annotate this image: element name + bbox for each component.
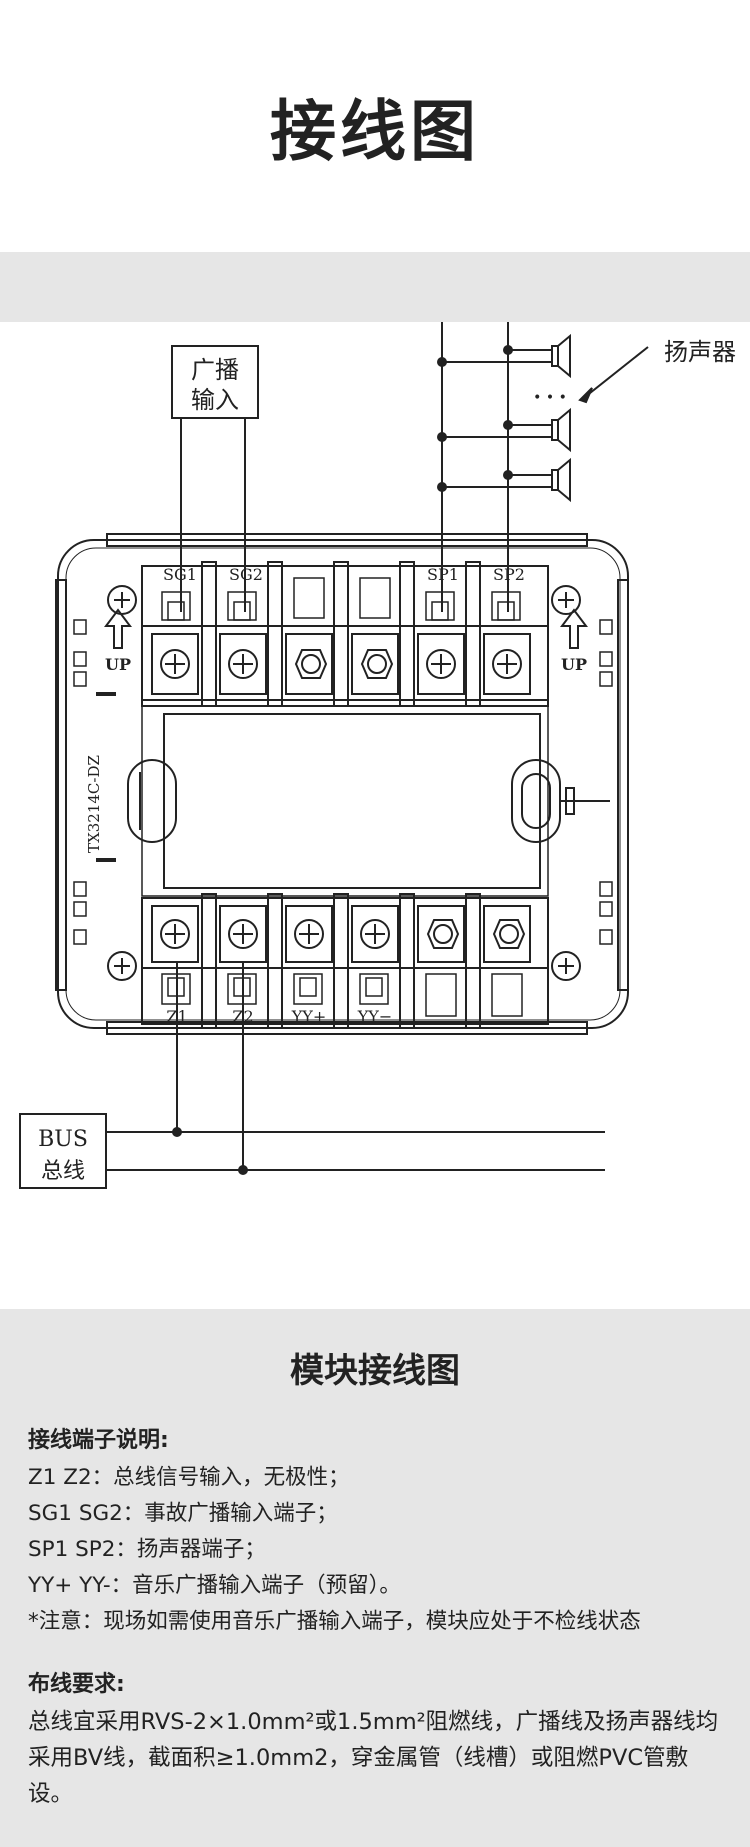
up-label-left: UP [105,655,131,674]
wiring-requirements: 布线要求: 总线宜采用RVS-2×1.0mm²或1.5mm²阻燃线，广播线及扬声… [28,1666,722,1812]
speaker-ellipsis: • • • [533,390,567,406]
mount-hole-br [551,951,581,981]
terminal-note: *注意：现场如需使用音乐广播输入端子，模块应处于不检线状态 [28,1609,641,1634]
wiring-diagram: 广播 输入 扬声器 • • • BUS 总线 UP UP TX3214C-DZ … [0,322,750,1309]
left-slot [127,759,177,843]
terminal-label-yym: YY− [357,1007,393,1026]
speaker-3 [442,457,571,503]
gray-band [0,252,750,322]
mount-hole-bl [107,951,137,981]
speaker-pointer-arrow [578,387,593,404]
broadcast-box-line1: 广播 [191,356,239,384]
up-arrow-right [560,608,588,649]
terminal-label-z1: Z1 [166,1007,187,1026]
right-slot [511,759,561,843]
right-clips [599,619,613,945]
speaker-label: 扬声器 [664,338,736,366]
left-rail [55,579,67,991]
left-clips [73,619,87,945]
speaker-1 [442,333,571,379]
center-window [163,713,541,889]
wiring-title: 布线要求: [28,1672,125,1697]
model-label: TX3214C-DZ [85,755,103,853]
wiring-diagram-svg: 广播 输入 扬声器 • • • BUS 总线 UP UP TX3214C-DZ … [19,322,736,1189]
bottom-screw-z1 [151,905,199,963]
title-area: 接线图 [0,0,750,252]
terminal-label-yyp: YY+ [291,1007,327,1026]
terminal-label-sg1: SG1 [163,565,197,584]
bottom-terminal-block [141,897,549,1025]
bus-box-line1: BUS [38,1127,88,1152]
top-screw-sp2 [483,633,531,695]
terminal-line: YY+ YY-：音乐广播输入端子（预留）。 [28,1573,401,1598]
terminals-description: 接线端子说明: Z1 Z2：总线信号输入，无极性； SG1 SG2：事故广播输入… [28,1422,722,1640]
junction-dots [172,345,513,1175]
page-title: 接线图 [270,93,480,170]
broadcast-input-box [171,345,259,419]
bottom-nut-5 [417,905,465,963]
up-arrow-left [104,608,132,649]
description-section: 模块接线图 接线端子说明: Z1 Z2：总线信号输入，无极性； SG1 SG2：… [0,1309,750,1847]
top-nut-3 [285,633,333,695]
wiring-text: 总线宜采用RVS-2×1.0mm²或1.5mm²阻燃线，广播线及扬声器线均采用B… [28,1709,719,1807]
top-screw-sg1 [151,633,199,695]
section-caption: 模块接线图 [290,1351,460,1391]
top-screw-sg2 [219,633,267,695]
bus-box-line2: 总线 [41,1159,85,1184]
terminal-label-sp1: SP1 [427,565,459,584]
terminal-label-sp2: SP2 [493,565,525,584]
terminal-label-z2: Z2 [232,1007,253,1026]
broadcast-box-line2: 输入 [191,386,239,414]
module-housing [57,539,629,1029]
up-label-right: UP [561,655,587,674]
terminals-title: 接线端子说明: [28,1428,169,1453]
mount-hole-tl [107,585,137,615]
terminal-line: SP1 SP2：扬声器端子； [28,1537,266,1562]
speaker-pointer [584,346,649,398]
terminal-label-sg2: SG2 [229,565,263,584]
bus-box [19,1113,107,1189]
top-nut-4 [351,633,399,695]
terminal-line: Z1 Z2：总线信号输入，无极性； [28,1465,350,1490]
top-rail [106,533,588,547]
mount-hole-tr [551,585,581,615]
top-screw-sp1 [417,633,465,695]
bottom-screw-z2 [219,905,267,963]
speaker-2 [442,407,571,453]
bottom-screw-yyp [285,905,333,963]
bottom-screw-yym [351,905,399,963]
terminal-line: SG1 SG2：事故广播输入端子； [28,1501,338,1526]
right-rail [617,579,629,991]
bottom-nut-6 [483,905,531,963]
